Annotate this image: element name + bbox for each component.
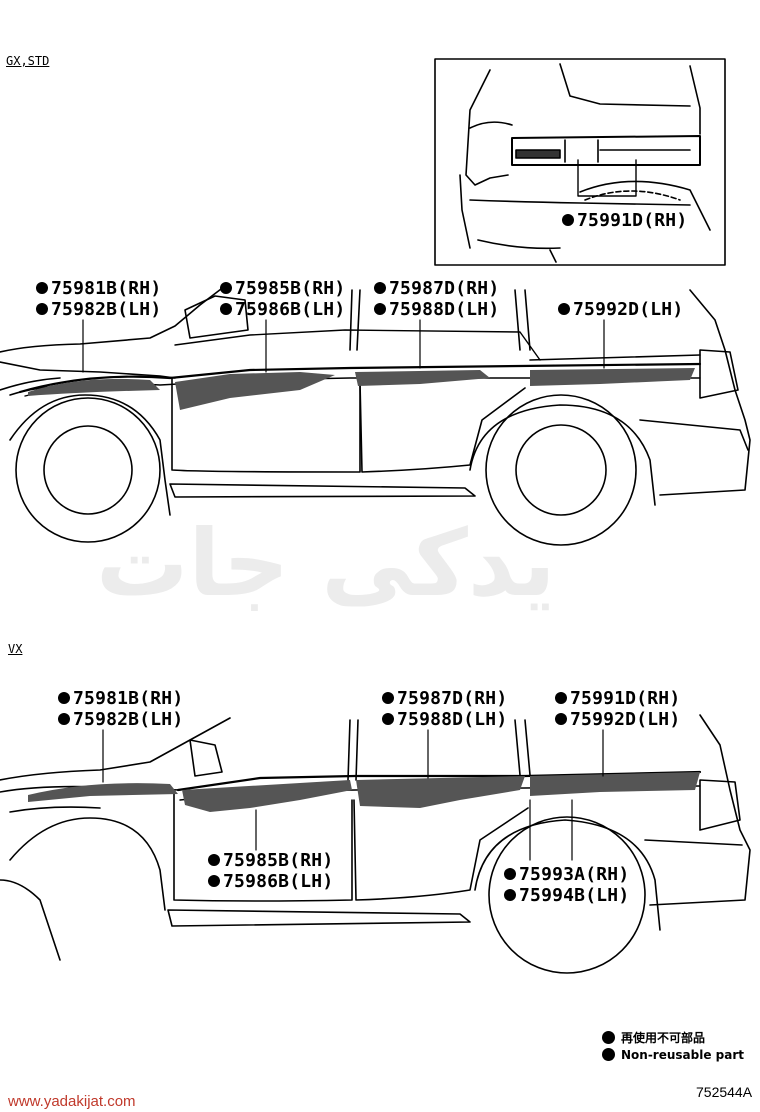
label-75986b-lh: 75986B(LH) bbox=[220, 299, 345, 320]
label-75993a-rh-vx: 75993A(RH) bbox=[504, 864, 629, 885]
non-reusable-dot-icon bbox=[36, 282, 48, 294]
non-reusable-dot-icon bbox=[208, 875, 220, 887]
label-75991d-rh-inset: 75991D(RH) bbox=[562, 210, 687, 231]
non-reusable-dot-icon bbox=[374, 303, 386, 315]
label-75985b-rh-vx: 75985B(RH) bbox=[208, 850, 333, 871]
top-vehicle-drawing bbox=[0, 285, 751, 546]
section-title-gx-std: GX,STD bbox=[6, 54, 50, 68]
rear-inset-box bbox=[434, 58, 726, 266]
label-75982b-lh: 75982B(LH) bbox=[36, 299, 161, 320]
legend-english: Non-reusable part bbox=[602, 1048, 744, 1062]
watermark-url: www.yadakijat.com bbox=[8, 1093, 136, 1110]
non-reusable-dot-icon bbox=[220, 303, 232, 315]
label-75985b-rh: 75985B(RH) bbox=[220, 278, 345, 299]
label-75987d-rh: 75987D(RH) bbox=[374, 278, 499, 299]
non-reusable-dot-icon bbox=[558, 303, 570, 315]
non-reusable-dot-icon bbox=[374, 282, 386, 294]
non-reusable-dot-icon bbox=[220, 282, 232, 294]
label-75988d-lh-vx: 75988D(LH) bbox=[382, 709, 507, 730]
non-reusable-dot-icon bbox=[555, 713, 567, 725]
diagram-code: 752544A bbox=[696, 1084, 753, 1100]
non-reusable-dot-icon bbox=[602, 1048, 615, 1061]
label-75988d-lh: 75988D(LH) bbox=[374, 299, 499, 320]
label-75981b-rh: 75981B(RH) bbox=[36, 278, 161, 299]
legend-japanese: 再使用不可部品 bbox=[602, 1029, 705, 1046]
non-reusable-dot-icon bbox=[382, 713, 394, 725]
section-title-vx: VX bbox=[8, 642, 23, 656]
non-reusable-dot-icon bbox=[208, 854, 220, 866]
label-75986b-lh-vx: 75986B(LH) bbox=[208, 871, 333, 892]
non-reusable-dot-icon bbox=[58, 713, 70, 725]
non-reusable-dot-icon bbox=[58, 692, 70, 704]
non-reusable-dot-icon bbox=[382, 692, 394, 704]
bottom-vehicle-drawing bbox=[0, 714, 751, 974]
label-75991d-rh-vx: 75991D(RH) bbox=[555, 688, 680, 709]
label-75994b-lh-vx: 75994B(LH) bbox=[504, 885, 629, 906]
non-reusable-dot-icon bbox=[555, 692, 567, 704]
label-75981b-rh-vx: 75981B(RH) bbox=[58, 688, 183, 709]
label-75992d-lh: 75992D(LH) bbox=[558, 299, 683, 320]
non-reusable-dot-icon bbox=[504, 868, 516, 880]
non-reusable-dot-icon bbox=[602, 1031, 615, 1044]
label-75992d-lh-vx: 75992D(LH) bbox=[555, 709, 680, 730]
non-reusable-dot-icon bbox=[36, 303, 48, 315]
label-75982b-lh-vx: 75982B(LH) bbox=[58, 709, 183, 730]
non-reusable-dot-icon bbox=[504, 889, 516, 901]
non-reusable-dot-icon bbox=[562, 214, 574, 226]
label-75987d-rh-vx: 75987D(RH) bbox=[382, 688, 507, 709]
watermark-logo: یدکی جات bbox=[96, 510, 556, 617]
